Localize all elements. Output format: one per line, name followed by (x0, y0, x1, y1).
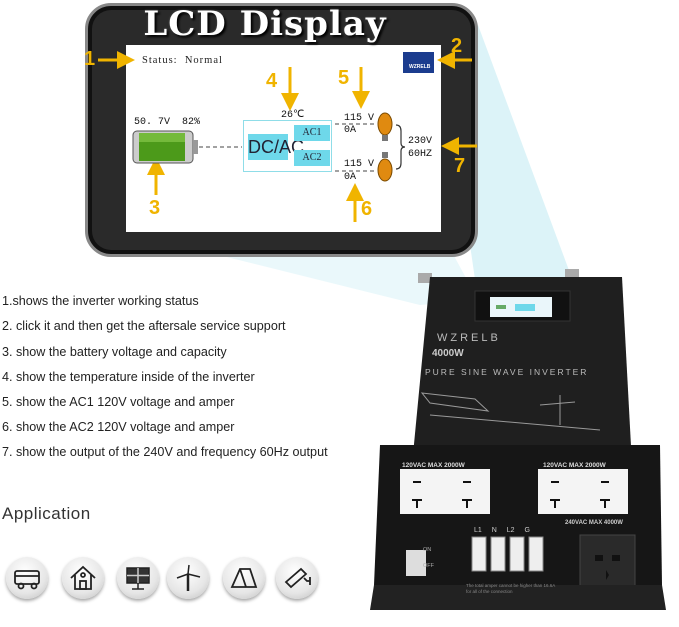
bulb-icon (377, 112, 393, 141)
terminal-l2: L2 (506, 527, 515, 534)
switch-off-label: OFF (423, 563, 434, 569)
terminal-labels: L1 N L2 G (474, 527, 530, 534)
dcac-label: DC/AC (248, 134, 304, 160)
power-switch (406, 550, 426, 576)
callout-4: 4 (266, 70, 278, 92)
universal-outlet (579, 534, 636, 594)
terminal-l1: L1 (474, 527, 482, 534)
wzrelb-logo-button[interactable]: WZRELB (403, 52, 434, 73)
temperature: 26℃ (281, 110, 305, 121)
callout-5: 5 (338, 67, 350, 89)
list-item: 6. show the AC2 120V voltage and amper (2, 420, 235, 434)
output-voltage: 230V (408, 136, 433, 147)
outlet-1-label: 120VAC MAX 2000W (402, 462, 465, 469)
solar-panel-icon (117, 557, 159, 599)
inverter-brand: WZRELB (437, 332, 501, 344)
wind-turbine-icon (167, 557, 209, 599)
inverter-power: 4000W (432, 348, 464, 359)
list-item: 2. click it and then get the aftersale s… (2, 319, 286, 333)
status-row: Status: Normal (142, 55, 223, 66)
status-value: Normal (184, 55, 223, 66)
list-item: 3. show the battery voltage and capacity (2, 345, 227, 359)
ac1-label: AC1 (294, 125, 330, 141)
terminal-g: G (524, 527, 530, 534)
ac1-voltage: 115 V (344, 113, 375, 124)
house-icon (62, 557, 104, 599)
inverter-type: PURE SINE WAVE INVERTER (425, 367, 589, 377)
ac1-current: 0A (344, 125, 357, 136)
bulb-icon (377, 152, 393, 182)
outlet-3-label: 240VAC MAX 4000W (565, 520, 623, 526)
callout-1: 1 (84, 48, 96, 70)
security-camera-icon (276, 557, 318, 599)
tent-icon (223, 557, 265, 599)
callout-arrows (98, 51, 477, 222)
outlet-2 (538, 469, 628, 514)
callout-3: 3 (149, 197, 161, 219)
solar-wind-graphic (420, 392, 601, 431)
list-item: 7. show the output of the 240V and frequ… (2, 445, 328, 459)
dcac-box: DC/AC AC1 AC2 (243, 120, 332, 172)
output-frequency: 60HZ (408, 149, 433, 160)
outlet-2-label: 120VAC MAX 2000W (543, 462, 606, 469)
terminal-n: N (491, 527, 497, 534)
outlet-1 (400, 469, 490, 514)
application-heading: Application (2, 504, 91, 523)
ac2-current: 0A (344, 172, 357, 183)
callout-2: 2 (451, 35, 463, 57)
status-label: Status: (142, 55, 178, 66)
lcd-title: LCD Display (143, 4, 387, 44)
switch-on-label: ON (423, 547, 432, 553)
list-item: 5. show the AC1 120V voltage and amper (2, 395, 235, 409)
battery-voltage: 50. 7V (134, 117, 171, 128)
callout-6: 6 (361, 198, 373, 220)
list-item: 4. show the temperature inside of the in… (2, 370, 255, 384)
battery-readout: 50. 7V 82% (134, 117, 200, 128)
callout-7: 7 (454, 155, 466, 177)
ac2-voltage: 115 V (344, 159, 375, 170)
amperage-warning: The total amper cannot be higher than 16… (466, 583, 556, 594)
battery-percent: 82% (182, 117, 201, 128)
ac2-label: AC2 (294, 150, 330, 166)
battery-icon (132, 130, 198, 164)
brace (395, 124, 406, 170)
rv-icon (6, 557, 48, 599)
inverter-product (370, 269, 666, 610)
list-item: 1.shows the inverter working status (2, 294, 199, 308)
terminal-block (471, 536, 544, 572)
